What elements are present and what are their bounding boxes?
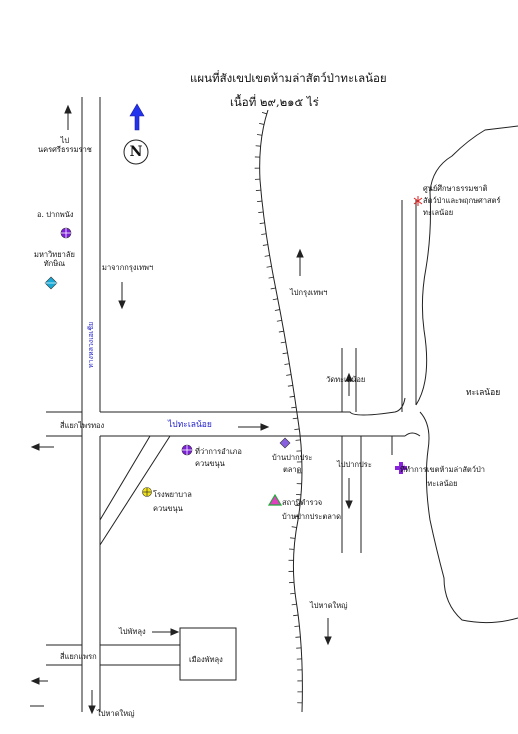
label-nature-center: ศูนย์ศึกษาธรรมชาติ สัตว์ป่าและพฤกษศาสตร์… bbox=[423, 183, 501, 219]
railway-tie bbox=[292, 604, 297, 605]
railway-tie bbox=[290, 538, 295, 539]
direction-arrows bbox=[30, 106, 352, 713]
ban-pak-pra-marker bbox=[280, 438, 290, 448]
label-university: มหาวิทยาลัย ทักษิณ bbox=[34, 250, 75, 268]
railway-tie bbox=[293, 615, 298, 616]
label-to-hat-yai-2: ไปหาดใหญ่ bbox=[97, 709, 135, 718]
map-area: เนื้อที่ ๒๙,๒๑๕ ไร่ bbox=[230, 95, 319, 109]
nature-center-marker bbox=[414, 196, 422, 206]
label-wildlife-hq: ที่ทำการเขตห้ามล่าสัตว์ป่า ทะเลน้อย bbox=[400, 463, 485, 491]
label-police-station: สถานีตำรวจ บ้านปากประตลาด bbox=[282, 496, 341, 524]
label-intersection-phrai-thong: สี่แยกไพรทอง bbox=[60, 421, 104, 430]
label-to-pak-pra: ไปปากประ bbox=[337, 460, 372, 469]
railway-tie bbox=[293, 418, 298, 419]
railway-tie bbox=[286, 375, 291, 376]
university-marker bbox=[45, 277, 57, 289]
police-station-marker bbox=[269, 495, 281, 505]
railway-tie bbox=[265, 256, 270, 257]
railway-tie bbox=[290, 396, 295, 397]
railway-tie bbox=[292, 527, 297, 528]
railway-tie bbox=[279, 331, 284, 332]
railway-tie bbox=[275, 310, 280, 311]
label-district-office: ที่ว่าการอำเภอ ควนขนุน bbox=[195, 446, 242, 470]
hospital-marker bbox=[143, 488, 152, 497]
label-lake: ทะเลน้อย bbox=[466, 389, 500, 398]
railway-tie bbox=[262, 112, 267, 113]
railway-tie bbox=[257, 201, 262, 202]
north-label: N bbox=[129, 144, 143, 160]
label-phatthalung-town: เมืองพัทลุง bbox=[189, 655, 223, 664]
railway-tie bbox=[257, 135, 262, 136]
railway-tie bbox=[259, 123, 264, 124]
label-to-nakhon: ไป นครศรีธรรมราช bbox=[38, 136, 92, 154]
label-to-thale-noi: ไปทะเลน้อย bbox=[168, 421, 212, 430]
railway-tie bbox=[263, 245, 268, 246]
label-hospital: โรงพยาบาล ควนขนุน bbox=[153, 488, 192, 516]
road-lake-end bbox=[405, 433, 420, 436]
north-arrow bbox=[130, 104, 144, 130]
railway-tie bbox=[277, 320, 282, 321]
label-ban-pak-pra: บ้านปากประ ตลาด bbox=[272, 452, 312, 476]
railway-ties bbox=[255, 112, 303, 702]
railway-tie bbox=[260, 223, 265, 224]
railway-tie bbox=[294, 626, 299, 627]
label-intersection-khaen: สี่แยกแพรก bbox=[60, 652, 97, 661]
label-to-hat-yai-1: ไปหาดใหญ่ bbox=[310, 601, 348, 610]
railway-tie bbox=[281, 342, 286, 343]
pak-phanang-marker bbox=[61, 228, 71, 238]
label-wat-thale-noi: วัดทะเลน้อย bbox=[326, 375, 365, 384]
railway-tie bbox=[290, 593, 295, 594]
railway-tie bbox=[269, 277, 274, 278]
label-asian-highway: ทางหลวงเอเชีย bbox=[86, 322, 97, 368]
district-office-marker bbox=[182, 445, 192, 455]
railway-tie bbox=[284, 364, 289, 365]
label-from-bangkok: มาจากกรุงเทพฯ bbox=[102, 263, 153, 272]
road-thale-noi-upper-east bbox=[318, 398, 405, 415]
railway-tie bbox=[273, 299, 278, 300]
railway-tie bbox=[288, 385, 293, 386]
label-pak-phanang: อ. ปากพนัง bbox=[37, 210, 74, 219]
railway-tie bbox=[258, 212, 263, 213]
map-title: แผนที่สังเขปเขตห้ามล่าสัตว์ป่าทะเลน้อย bbox=[190, 71, 387, 85]
railway-tie bbox=[294, 429, 299, 430]
label-to-phatthalung: ไปพัทลุง bbox=[119, 627, 146, 636]
phatthalung-town-box bbox=[180, 628, 236, 680]
railway-tie bbox=[267, 266, 272, 267]
railway-tie bbox=[291, 407, 296, 408]
railway-line bbox=[260, 110, 303, 712]
railway-tie bbox=[261, 234, 266, 235]
label-to-bangkok: ไปกรุงเทพฯ bbox=[290, 288, 327, 297]
railway-tie bbox=[283, 353, 288, 354]
railway-tie bbox=[271, 288, 276, 289]
